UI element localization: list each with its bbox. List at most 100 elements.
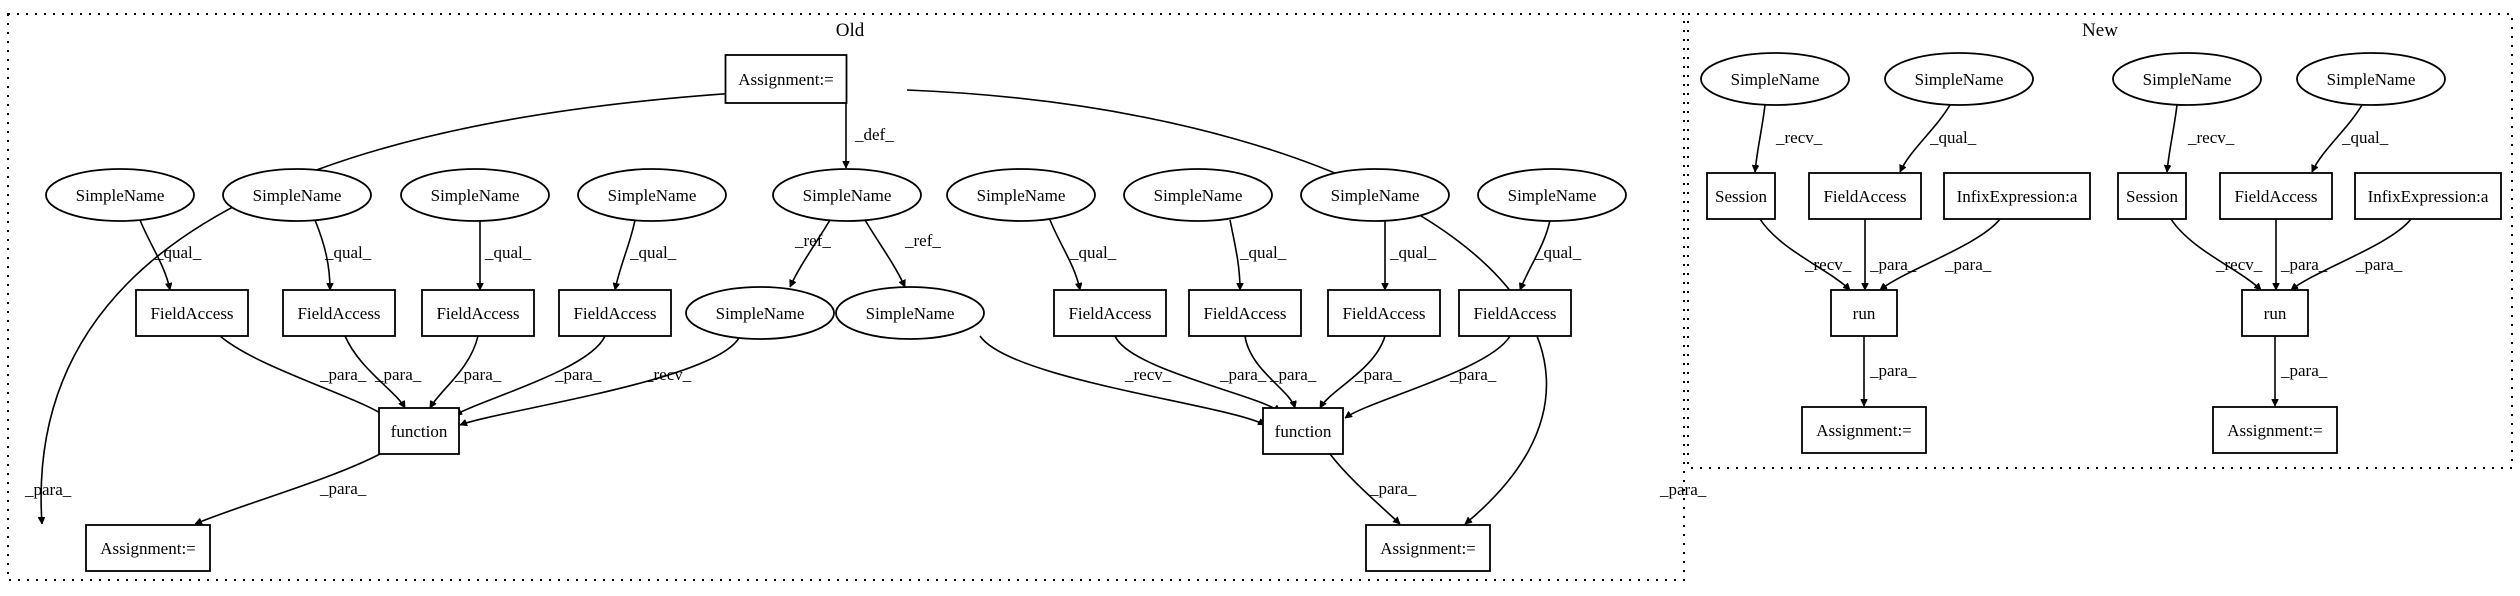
cluster-old: Old	[7, 13, 1685, 581]
node-label: Assignment:=	[100, 539, 196, 558]
edge-label: _para_	[1269, 365, 1317, 384]
edge-line	[2167, 104, 2178, 172]
edge-para: _para_	[219, 335, 391, 421]
edge-label: _para_	[1449, 365, 1497, 384]
node-ellipse	[685, 286, 835, 340]
edge-line	[615, 219, 636, 290]
edge-recv: _recv_	[1755, 104, 1823, 172]
node-label: SimpleName	[716, 304, 805, 323]
edge-label: _qual_	[324, 243, 372, 262]
node-box	[1706, 172, 1776, 220]
edge-label: _para_	[24, 480, 72, 499]
node-ellipse	[1123, 168, 1273, 222]
edge-label: _para_	[319, 365, 367, 384]
node-label: FieldAccess	[1203, 304, 1286, 323]
node-simplename: SimpleName	[400, 168, 550, 222]
node-box	[1808, 172, 1922, 220]
edge-def: _def_	[846, 103, 894, 168]
node-infixexpression-a: InfixExpression:a	[2354, 172, 2502, 220]
edge-label: _para_	[2280, 361, 2328, 380]
node-ellipse	[400, 168, 550, 222]
node-function: function	[1262, 407, 1344, 455]
edge-label: _def_	[854, 125, 894, 144]
node-label: SimpleName	[977, 186, 1066, 205]
node-ellipse	[946, 168, 1096, 222]
edge-para: _para_	[2275, 336, 2328, 406]
node-box	[421, 289, 535, 337]
node-box	[1365, 524, 1491, 572]
edge-para: _para_	[195, 453, 381, 524]
node-box	[1262, 407, 1344, 455]
edge-line	[460, 335, 741, 425]
node-label: FieldAccess	[150, 304, 233, 323]
edge-label: _recv_	[1775, 128, 1823, 147]
node-label: FieldAccess	[1823, 187, 1906, 206]
node-label: run	[2264, 304, 2287, 323]
edge-para: _para_	[2291, 218, 2412, 291]
edge-line	[1244, 335, 1295, 408]
edge-qual: _qual_	[314, 219, 372, 290]
edge-line	[1319, 335, 1386, 408]
node-fieldaccess: FieldAccess	[2219, 172, 2333, 220]
node-simplename: SimpleName	[2296, 52, 2446, 106]
edge-label: _recv_	[644, 365, 692, 384]
node-label: SimpleName	[431, 186, 520, 205]
edge-label: _para_	[2280, 255, 2328, 274]
node-simplename: SimpleName	[1884, 52, 2034, 106]
edge-label: _recv_	[1804, 255, 1852, 274]
node-box	[1458, 289, 1572, 337]
node-ellipse	[2296, 52, 2446, 106]
node-ellipse	[1477, 168, 1627, 222]
node-ellipse	[45, 168, 195, 222]
edge-line	[1520, 219, 1551, 290]
edge-line	[1049, 219, 1080, 290]
edge-label: _para_	[454, 365, 502, 384]
node-label: Session	[1715, 187, 1767, 206]
edge-label: _ref_	[794, 231, 831, 250]
node-ellipse	[1300, 168, 1450, 222]
edge-line	[1229, 219, 1240, 290]
edge-label: _para_	[1219, 365, 1267, 384]
node-function: function	[378, 407, 460, 455]
edge-label: _qual_	[484, 243, 532, 262]
edge-label: _qual_	[1929, 128, 1977, 147]
node-box	[558, 289, 672, 337]
node-label: run	[1853, 304, 1876, 323]
edge-line	[195, 453, 381, 524]
node-label: FieldAccess	[297, 304, 380, 323]
node-simplename: SimpleName	[835, 286, 985, 340]
node-label: SimpleName	[1331, 186, 1420, 205]
edge-line	[1880, 218, 2001, 291]
node-ellipse	[772, 168, 922, 222]
cluster-label: Old	[836, 20, 865, 41]
edge-line	[1329, 453, 1400, 525]
edge-line	[344, 335, 406, 408]
node-assignment: Assignment:=	[1801, 406, 1927, 454]
node-box	[1943, 172, 2091, 220]
node-simplename: SimpleName	[45, 168, 195, 222]
edge-line	[429, 335, 479, 408]
node-label: SimpleName	[608, 186, 697, 205]
edge-label: _qual_	[1534, 243, 1582, 262]
node-label: Assignment:=	[1380, 539, 1476, 558]
node-simplename: SimpleName	[577, 168, 727, 222]
node-box	[1188, 289, 1302, 337]
node-box	[135, 289, 249, 337]
edge-line	[2291, 218, 2412, 291]
node-label: SimpleName	[1508, 186, 1597, 205]
edge-recv: _recv_	[1759, 218, 1852, 291]
cluster-border	[7, 13, 1685, 581]
node-label: SimpleName	[2143, 70, 2232, 89]
node-label: function	[1275, 422, 1332, 441]
node-simplename: SimpleName	[685, 286, 835, 340]
edge-para: _para_	[344, 335, 422, 408]
node-box	[1801, 406, 1927, 454]
node-ellipse	[2112, 52, 2262, 106]
node-fieldaccess: FieldAccess	[1327, 289, 1441, 337]
node-box	[2117, 172, 2187, 220]
node-box	[1830, 289, 1898, 337]
node-label: function	[391, 422, 448, 441]
edge-para: _para_	[1114, 335, 1280, 413]
node-session: Session	[2117, 172, 2187, 220]
